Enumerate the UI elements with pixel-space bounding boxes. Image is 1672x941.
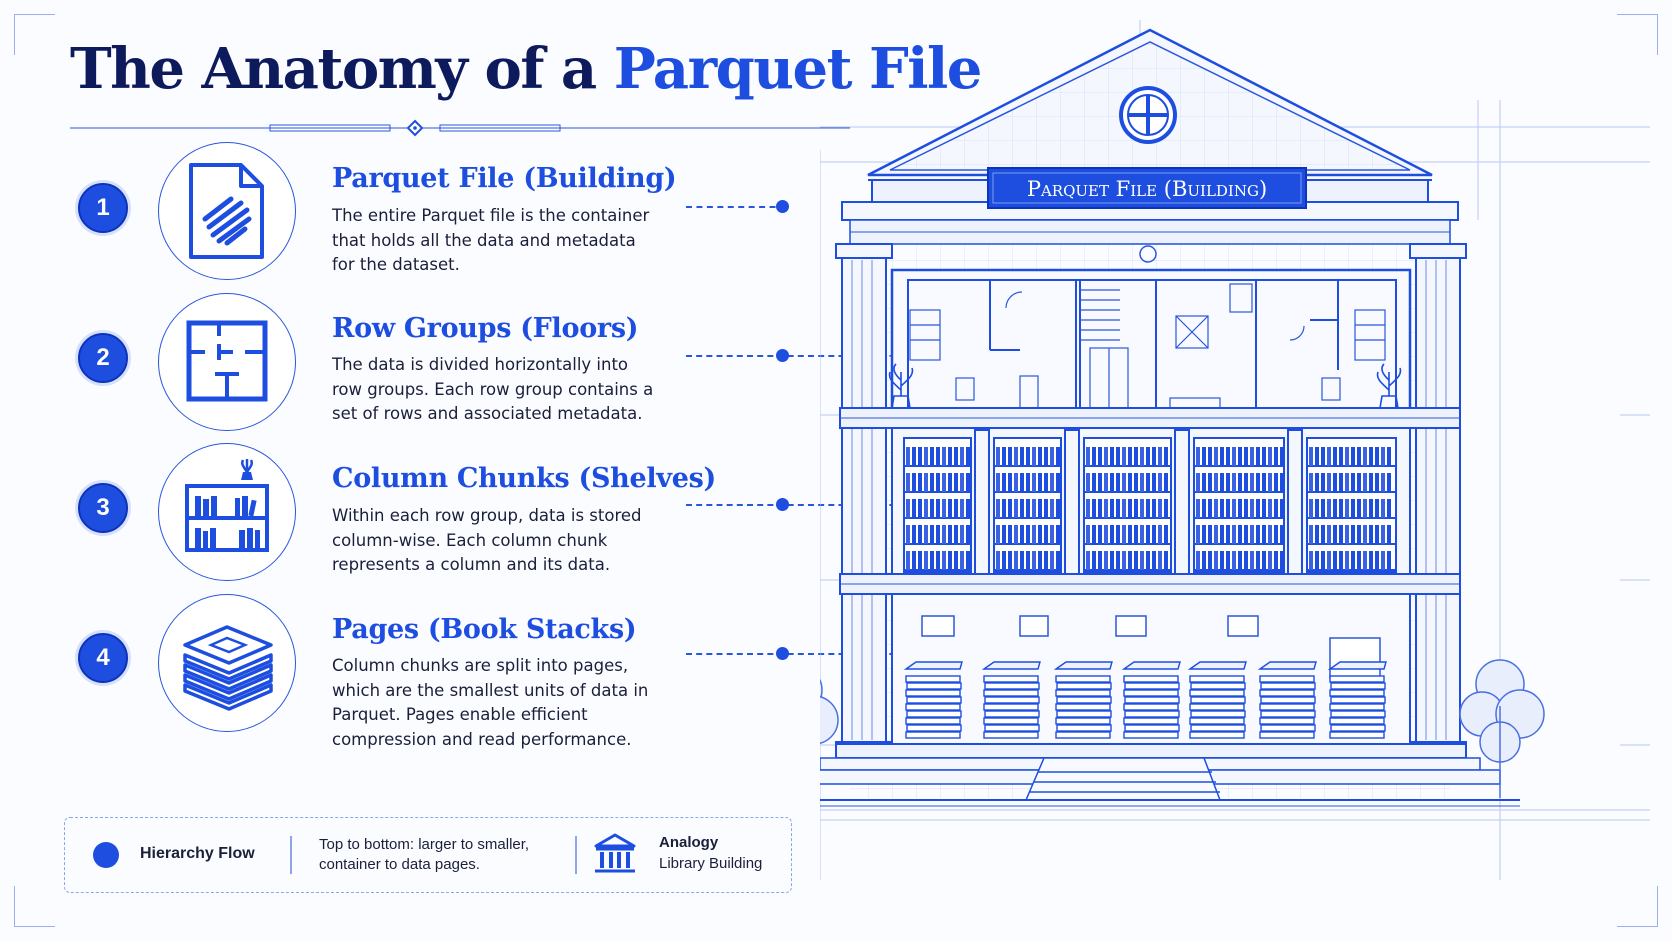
book-stack <box>1327 661 1387 739</box>
step-title: Row Groups (Floors) <box>332 313 639 344</box>
step-description: Column chunks are split into pages, whic… <box>332 656 649 749</box>
tree-icon <box>820 678 839 745</box>
title-part-2: Parquet File <box>613 36 983 102</box>
step-description: The entire Parquet file is the container… <box>332 206 650 274</box>
book-stack-level <box>891 593 1411 745</box>
step-icon-circle <box>158 293 296 431</box>
paper-stack-icon <box>183 625 273 711</box>
analogy-value: Library Building <box>659 855 763 872</box>
step-icon-circle <box>158 443 296 581</box>
legend-box: Hierarchy Flow Top to bottom: larger to … <box>64 817 792 893</box>
corner-bracket-top-right <box>1617 14 1658 55</box>
book-stack <box>981 661 1041 739</box>
book-stack <box>903 661 963 739</box>
floor-plan-icon <box>186 320 268 402</box>
round-window-icon <box>1119 86 1177 144</box>
book-stack <box>1053 661 1113 739</box>
legend-label: Hierarchy Flow <box>140 845 255 862</box>
shelf-bay <box>1306 437 1397 573</box>
analogy-title: Analogy <box>659 834 719 851</box>
leader-line-3 <box>686 504 936 508</box>
building-columns <box>835 243 1467 759</box>
building-sign-text: Parquet File (Building) <box>1027 177 1267 201</box>
step-number-badge: 1 <box>78 183 128 233</box>
title-divider <box>70 119 850 137</box>
leader-line-1 <box>686 206 786 210</box>
step-icon-circle <box>158 594 296 732</box>
hierarchy-dot-icon <box>93 842 119 868</box>
step-title: Column Chunks (Shelves) <box>332 463 716 494</box>
book-stack <box>1257 661 1317 739</box>
corner-bracket-top-left <box>14 14 55 55</box>
step-number-badge: 3 <box>78 483 128 533</box>
bookshelf-level <box>891 427 1411 577</box>
book-stack <box>1121 661 1181 739</box>
shelf-bay <box>1193 437 1285 573</box>
document-icon <box>189 163 264 259</box>
step-icon-circle <box>158 142 296 280</box>
step-description: Within each row group, data is stored co… <box>332 506 642 574</box>
legend-separator <box>290 836 292 874</box>
bookshelf-icon <box>185 459 269 552</box>
step-number-badge: 2 <box>78 333 128 383</box>
potted-plant-icon <box>888 363 1402 409</box>
library-building-illustration: Parquet File (Building) <box>820 20 1650 880</box>
legend-note: Top to bottom: larger to smaller, contai… <box>319 836 530 873</box>
library-building-icon <box>594 833 636 873</box>
leader-line-4 <box>686 653 936 657</box>
step-description: The data is divided horizontally into ro… <box>332 355 654 423</box>
page-title: The Anatomy of a Parquet File <box>70 36 983 102</box>
leader-line-2 <box>686 355 936 359</box>
leader-dot-2 <box>776 349 789 362</box>
leader-dot-1 <box>776 200 789 213</box>
book-stack <box>1187 661 1247 739</box>
tree-icon <box>1459 659 1545 798</box>
title-part-1: The Anatomy of a <box>70 36 597 102</box>
step-row-groups: 2 Row Groups (Floors) The data is divide… <box>0 293 700 453</box>
shelf-bay <box>903 437 972 573</box>
step-number-badge: 4 <box>78 633 128 683</box>
step-title: Parquet File (Building) <box>332 163 677 194</box>
shelf-bay <box>993 437 1062 573</box>
corner-bracket-bottom-left <box>14 886 55 927</box>
step-parquet-file: 1 Parquet File (Building) The entire Par… <box>0 142 700 300</box>
leader-dot-3 <box>776 498 789 511</box>
floor-plan-level <box>888 245 1412 412</box>
corner-bracket-bottom-right <box>1617 886 1658 927</box>
shelf-bay <box>1083 437 1172 573</box>
step-pages: 4 Pages (Book Stacks) Column chunks are … <box>0 594 700 758</box>
step-column-chunks: 3 Column Chunks (Shelves) Within each ro… <box>0 443 716 606</box>
step-title: Pages (Book Stacks) <box>332 614 637 645</box>
leader-dot-4 <box>776 647 789 660</box>
legend-separator <box>575 836 577 874</box>
